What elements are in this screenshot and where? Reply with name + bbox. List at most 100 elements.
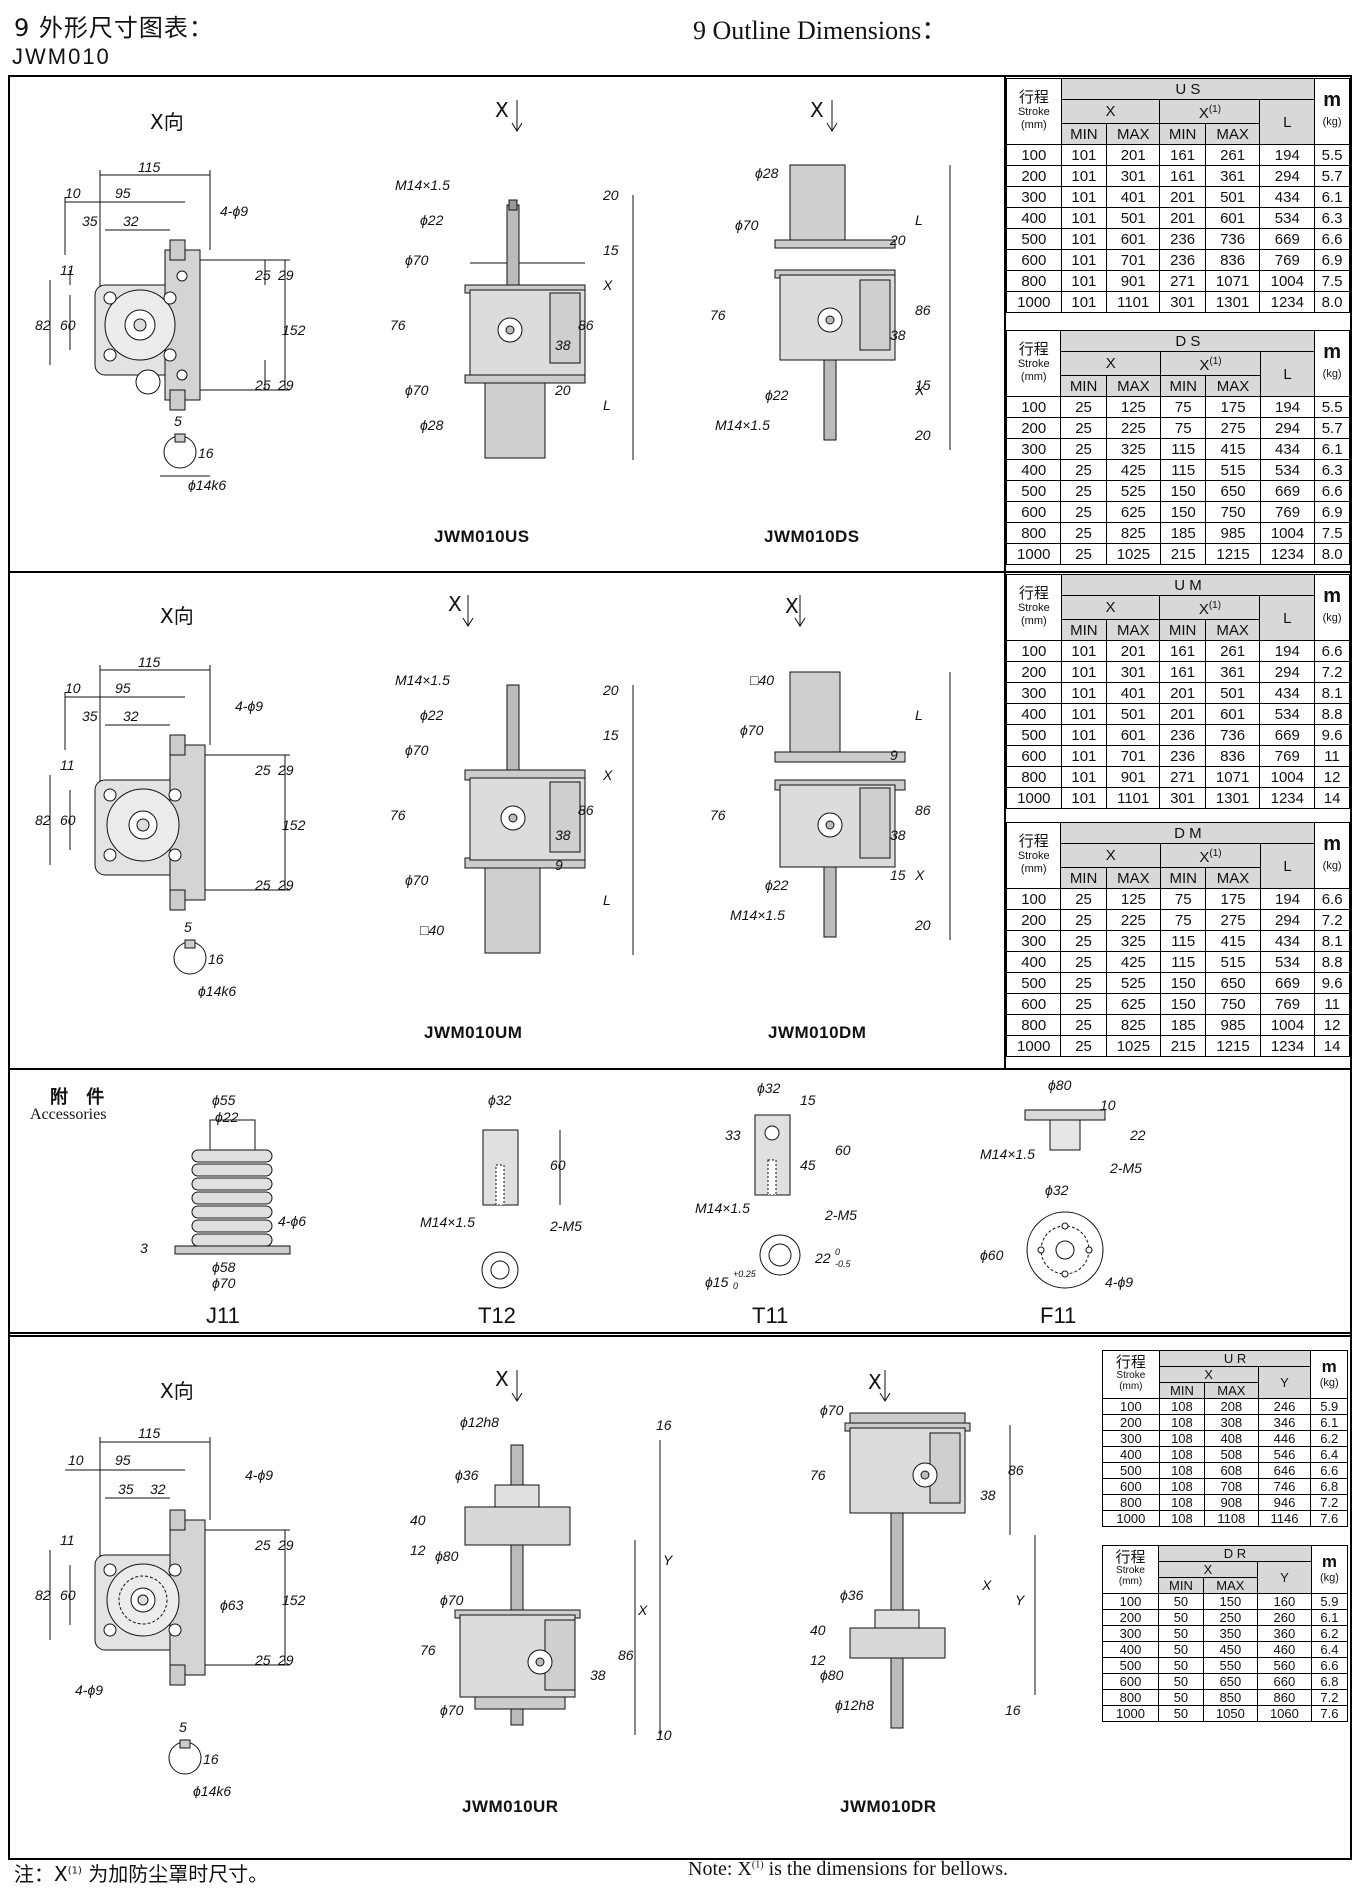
table-mass-header: m(kg) <box>1314 822 1350 889</box>
dim-pin: ϕ15 <box>705 1274 729 1290</box>
table-cell: 6.6 <box>1310 1462 1348 1479</box>
dim-x: X <box>914 867 925 883</box>
table-cell: 11 <box>1314 993 1350 1015</box>
table-cell: 1215 <box>1205 543 1261 565</box>
table-cell: 75 <box>1160 909 1207 931</box>
dim-76: 76 <box>390 807 406 823</box>
table-cell: 301 <box>1159 291 1206 313</box>
table-cell: 25 <box>1060 417 1107 439</box>
dim-d60: ϕ60 <box>980 1247 1004 1263</box>
dim-152: 152 <box>282 1592 306 1608</box>
table-cell: 108 <box>1158 1462 1206 1479</box>
table-cell: 215 <box>1160 1035 1207 1057</box>
dim-38: 38 <box>555 337 571 353</box>
drawing-frame <box>8 75 1352 1860</box>
y-header: Y <box>1256 1561 1312 1594</box>
stroke-cn: 行程 <box>1018 88 1049 106</box>
table-cell: 194 <box>1259 396 1316 418</box>
ur-drawing: ϕ12h8 16 ϕ36 40 12 ϕ80 Y ϕ70 X 76 86 38 … <box>380 1365 680 1755</box>
table-cell: 200 <box>1006 165 1062 187</box>
table-cell: 236 <box>1159 249 1206 271</box>
table-cell: 1101 <box>1106 291 1161 313</box>
table-cell: 236 <box>1159 228 1206 250</box>
note-en-post: is the dimensions for bellows. <box>763 1858 1008 1880</box>
dim-m14: M14×1.5 <box>395 672 450 688</box>
table-cell: 425 <box>1105 951 1162 973</box>
table-cell: 246 <box>1257 1398 1312 1415</box>
table-cell: 201 <box>1106 144 1161 166</box>
dim-12: 12 <box>810 1652 826 1668</box>
dim-d70: ϕ70 <box>820 1402 844 1418</box>
table-cell: 560 <box>1256 1657 1312 1674</box>
y-header: Y <box>1257 1366 1312 1399</box>
dim-60: 60 <box>60 812 76 828</box>
table-cell: 6.6 <box>1314 640 1350 662</box>
x-arrow-label-us: X <box>495 98 509 122</box>
table-cell: 1301 <box>1204 291 1261 313</box>
table-cell: 25 <box>1060 909 1107 931</box>
table-cell: 6.1 <box>1314 438 1350 460</box>
table-cell: 25 <box>1060 972 1107 994</box>
dim-d80: ϕ80 <box>435 1548 459 1564</box>
dim-82: 82 <box>35 1587 51 1603</box>
table-cell: 294 <box>1259 165 1316 187</box>
table-cell: 5.5 <box>1314 396 1350 418</box>
table-cell: 101 <box>1060 703 1108 725</box>
min-header: MIN <box>1060 867 1107 889</box>
note-cn: 注：X(1) 为加防尘罩时尺寸。 <box>14 1858 268 1887</box>
dim-12: 12 <box>410 1542 426 1558</box>
dim-x: X <box>637 1602 648 1618</box>
note-en-sup: (1) <box>751 1859 764 1871</box>
dim-20: 20 <box>602 682 619 698</box>
table-cell: 25 <box>1060 459 1107 481</box>
dim-32: 32 <box>123 213 139 229</box>
dim-35: 35 <box>82 213 98 229</box>
table-cell: 108 <box>1158 1478 1206 1495</box>
table-cell: 50 <box>1158 1625 1204 1642</box>
dim-m14: M14×1.5 <box>980 1146 1035 1162</box>
dim-25b: 25 <box>254 1652 271 1668</box>
table-cell: 534 <box>1259 951 1316 973</box>
table-cell: 750 <box>1205 501 1261 523</box>
table-cell: 500 <box>1005 972 1062 994</box>
dim-d36: ϕ36 <box>455 1467 479 1483</box>
dim-40: 40 <box>410 1512 426 1528</box>
table-cell: 769 <box>1259 745 1316 767</box>
table-title: D R <box>1158 1545 1312 1562</box>
dim-11: 11 <box>60 757 75 773</box>
dim-35: 35 <box>82 708 98 724</box>
x-header: X <box>1060 595 1161 620</box>
table-cell: 200 <box>1006 661 1062 683</box>
dim-35: 35 <box>118 1481 134 1497</box>
dim-82: 82 <box>35 812 51 828</box>
table-cell: 1071 <box>1204 270 1261 292</box>
dim-11: 11 <box>60 1532 75 1548</box>
note-en: Note: X(1) is the dimensions for bellows… <box>688 1858 1008 1881</box>
table-cell: 360 <box>1256 1625 1312 1642</box>
table-cell: 50 <box>1158 1657 1204 1674</box>
dim-11: 11 <box>60 262 75 278</box>
model-label: JWM010 <box>12 44 111 69</box>
table-cell: 200 <box>1102 1414 1160 1431</box>
table-cell: 50 <box>1158 1673 1204 1690</box>
table-cell: 350 <box>1202 1625 1258 1642</box>
table-title: U M <box>1060 574 1316 596</box>
min-header: MIN <box>1159 123 1206 145</box>
dim-10: 10 <box>65 185 81 201</box>
table-mass-header: m(kg) <box>1310 1545 1349 1594</box>
table-cell: 7.6 <box>1310 1705 1349 1722</box>
dim-38: 38 <box>890 327 906 343</box>
